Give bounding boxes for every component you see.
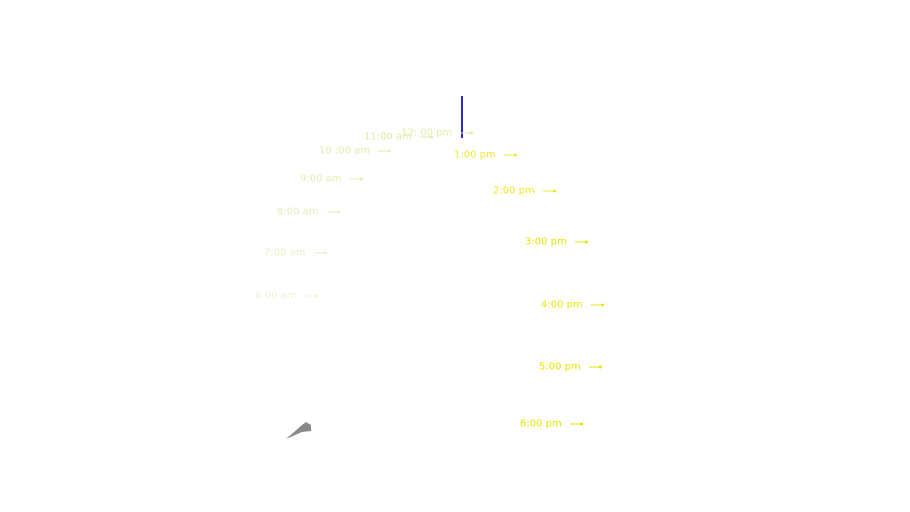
sun-position-arrow-icon bbox=[590, 303, 604, 307]
sun-position-arrow-icon bbox=[574, 240, 588, 244]
hour-label-4: 10 :00 am bbox=[319, 145, 392, 157]
hour-label-text: 8:00 am bbox=[277, 206, 319, 218]
sun-position-arrow-icon bbox=[378, 149, 392, 153]
hour-label-text: 12: 00 pm bbox=[401, 127, 453, 139]
hour-label-text: 11:00 am bbox=[364, 131, 412, 143]
shadow-shape-icon bbox=[286, 422, 311, 439]
hour-label-2: 8:00 am bbox=[277, 206, 340, 218]
hour-label-text: 5:00 pm bbox=[539, 361, 581, 373]
hour-label-text: 3:00 pm bbox=[525, 236, 567, 248]
hour-label-text: 2:00 pm bbox=[493, 185, 535, 197]
sun-position-arrow-icon bbox=[313, 251, 327, 255]
sun-position-arrow-icon bbox=[419, 135, 433, 139]
hour-label-text: 6:00 am bbox=[255, 290, 297, 302]
sun-position-arrow-icon bbox=[460, 131, 474, 135]
sun-position-arrow-icon bbox=[588, 365, 602, 369]
hour-label-6: 12: 00 pm bbox=[401, 127, 474, 139]
hour-label-7: 1:00 pm bbox=[454, 149, 517, 161]
sun-position-arrow-icon bbox=[569, 422, 583, 426]
sun-position-arrow-icon bbox=[326, 210, 340, 214]
hour-label-text: 1:00 pm bbox=[454, 149, 496, 161]
hour-label-5: 11:00 am bbox=[364, 131, 433, 143]
hour-label-text: 7:00 am bbox=[264, 247, 306, 259]
hour-label-11: 5:00 pm bbox=[539, 361, 602, 373]
hour-label-text: 9:00 am bbox=[300, 173, 342, 185]
hour-label-9: 3:00 pm bbox=[525, 236, 588, 248]
hour-label-0: 6:00 am bbox=[255, 290, 318, 302]
hour-label-text: 10 :00 am bbox=[319, 145, 371, 157]
sun-position-arrow-icon bbox=[503, 153, 517, 157]
noon-marker-line bbox=[461, 96, 463, 138]
sun-position-arrow-icon bbox=[542, 189, 556, 193]
hour-label-8: 2:00 pm bbox=[493, 185, 556, 197]
hour-label-1: 7:00 am bbox=[264, 247, 327, 259]
hour-label-12: 6:00 pm bbox=[520, 418, 583, 430]
hour-label-10: 4:00 pm bbox=[541, 299, 604, 311]
hour-label-text: 6:00 pm bbox=[520, 418, 562, 430]
hour-label-text: 4:00 pm bbox=[541, 299, 583, 311]
sun-position-arrow-icon bbox=[304, 294, 318, 298]
sun-position-arrow-icon bbox=[349, 177, 363, 181]
hour-label-3: 9:00 am bbox=[300, 173, 363, 185]
